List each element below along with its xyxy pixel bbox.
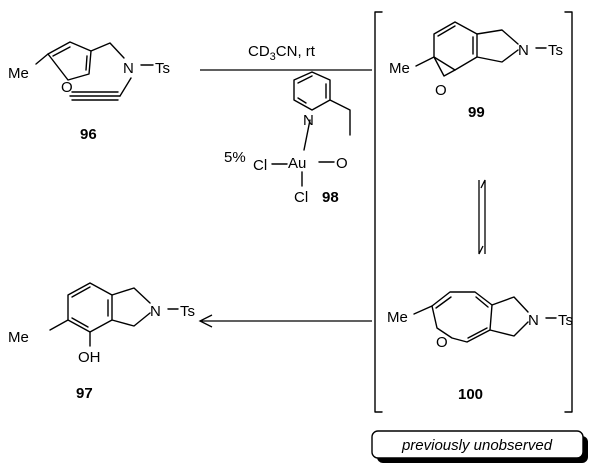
pyridine-double-1: [297, 75, 313, 84]
double-bond-99-a: [437, 25, 456, 37]
right-bracket: [564, 11, 573, 413]
methyl-bond-97: [49, 319, 69, 331]
arrow-head-bottom: [198, 314, 213, 328]
atom-n-96: N: [123, 60, 134, 77]
catalyst-98: N Au O Cl Cl 98: [253, 71, 351, 206]
epoxide-99: [433, 56, 456, 77]
atom-n-98: N: [303, 112, 314, 129]
catalyst-loading: 5%: [224, 149, 246, 166]
furan-ring-96: [47, 41, 92, 81]
compound-97: Me OH N Ts 97: [8, 282, 195, 402]
oxepin-double-1: [435, 296, 452, 309]
atom-me-96: Me: [8, 65, 29, 82]
note-text: previously unobserved: [401, 437, 553, 454]
methyl-bond-100: [413, 305, 433, 315]
atom-ts-96: Ts: [155, 60, 170, 77]
atom-me-100: Me: [387, 309, 408, 326]
note-box-frame: [371, 430, 584, 459]
atom-ts-100: Ts: [558, 312, 573, 329]
methyl-bond-96: [35, 53, 49, 65]
equilibrium-down: [478, 180, 484, 255]
atom-o-99: O: [435, 82, 447, 99]
methyl-bond-99: [415, 56, 435, 67]
pyridine-ring: [293, 71, 331, 111]
oxepin-double-2: [475, 296, 489, 308]
catalyst-number-98: 98: [322, 189, 339, 206]
oxepin-double-3: [467, 327, 488, 339]
compound-number-97: 97: [76, 385, 93, 402]
compound-number-100: 100: [458, 386, 483, 403]
pyridine-double-3: [297, 97, 307, 104]
ch2-bond-96: [90, 42, 125, 59]
reaction-arrow-bottom: [198, 314, 372, 328]
atom-o-96: O: [61, 79, 73, 96]
furan-inner-double-1: [52, 46, 71, 57]
benzene-double-1: [71, 286, 91, 298]
atom-cl1-98: Cl: [253, 157, 267, 174]
atom-o-98: O: [336, 155, 348, 172]
atom-ts-99: Ts: [548, 42, 563, 59]
note-box: previously unobserved: [371, 430, 588, 463]
atom-me-97: Me: [8, 329, 29, 346]
pyrrolidine-97: [111, 287, 151, 327]
compound-100: Me O N Ts 100: [387, 291, 573, 403]
benzene-double-3: [71, 317, 89, 328]
atom-n-97: N: [150, 303, 161, 320]
compound-number-99: 99: [468, 104, 485, 121]
ch2-o-arm: [329, 99, 351, 136]
equilibrium-arrows: [478, 179, 486, 255]
left-bracket: [374, 11, 383, 413]
condition-solvent: CD3CN, rt: [248, 43, 316, 63]
atom-n-100: N: [528, 312, 539, 329]
compound-99: Me O N Ts 99: [389, 21, 563, 121]
atom-au-98: Au: [288, 155, 306, 172]
atom-o-100: O: [436, 334, 448, 351]
reaction-arrow-top: CD3CN, rt 5%: [200, 43, 372, 166]
pyrrolidine-100: [489, 296, 529, 337]
compound-96: Me O N Ts 96: [8, 41, 170, 143]
compound-number-96: 96: [80, 126, 97, 143]
atom-oh-97: OH: [78, 349, 101, 366]
propargyl-ch2-96: [119, 77, 132, 97]
benzene-ring-97: [67, 282, 113, 333]
furan-inner-double-2: [85, 55, 88, 71]
equilibrium-up: [480, 179, 486, 254]
intermediate-brackets: [374, 11, 573, 413]
n-au-bond: [303, 119, 311, 151]
atom-n-99: N: [518, 42, 529, 59]
atom-cl2-98: Cl: [294, 189, 308, 206]
atom-me-99: Me: [389, 60, 410, 77]
pyrrolidine-99: [476, 29, 519, 63]
atom-ts-97: Ts: [180, 303, 195, 320]
ring-99: [433, 21, 478, 71]
